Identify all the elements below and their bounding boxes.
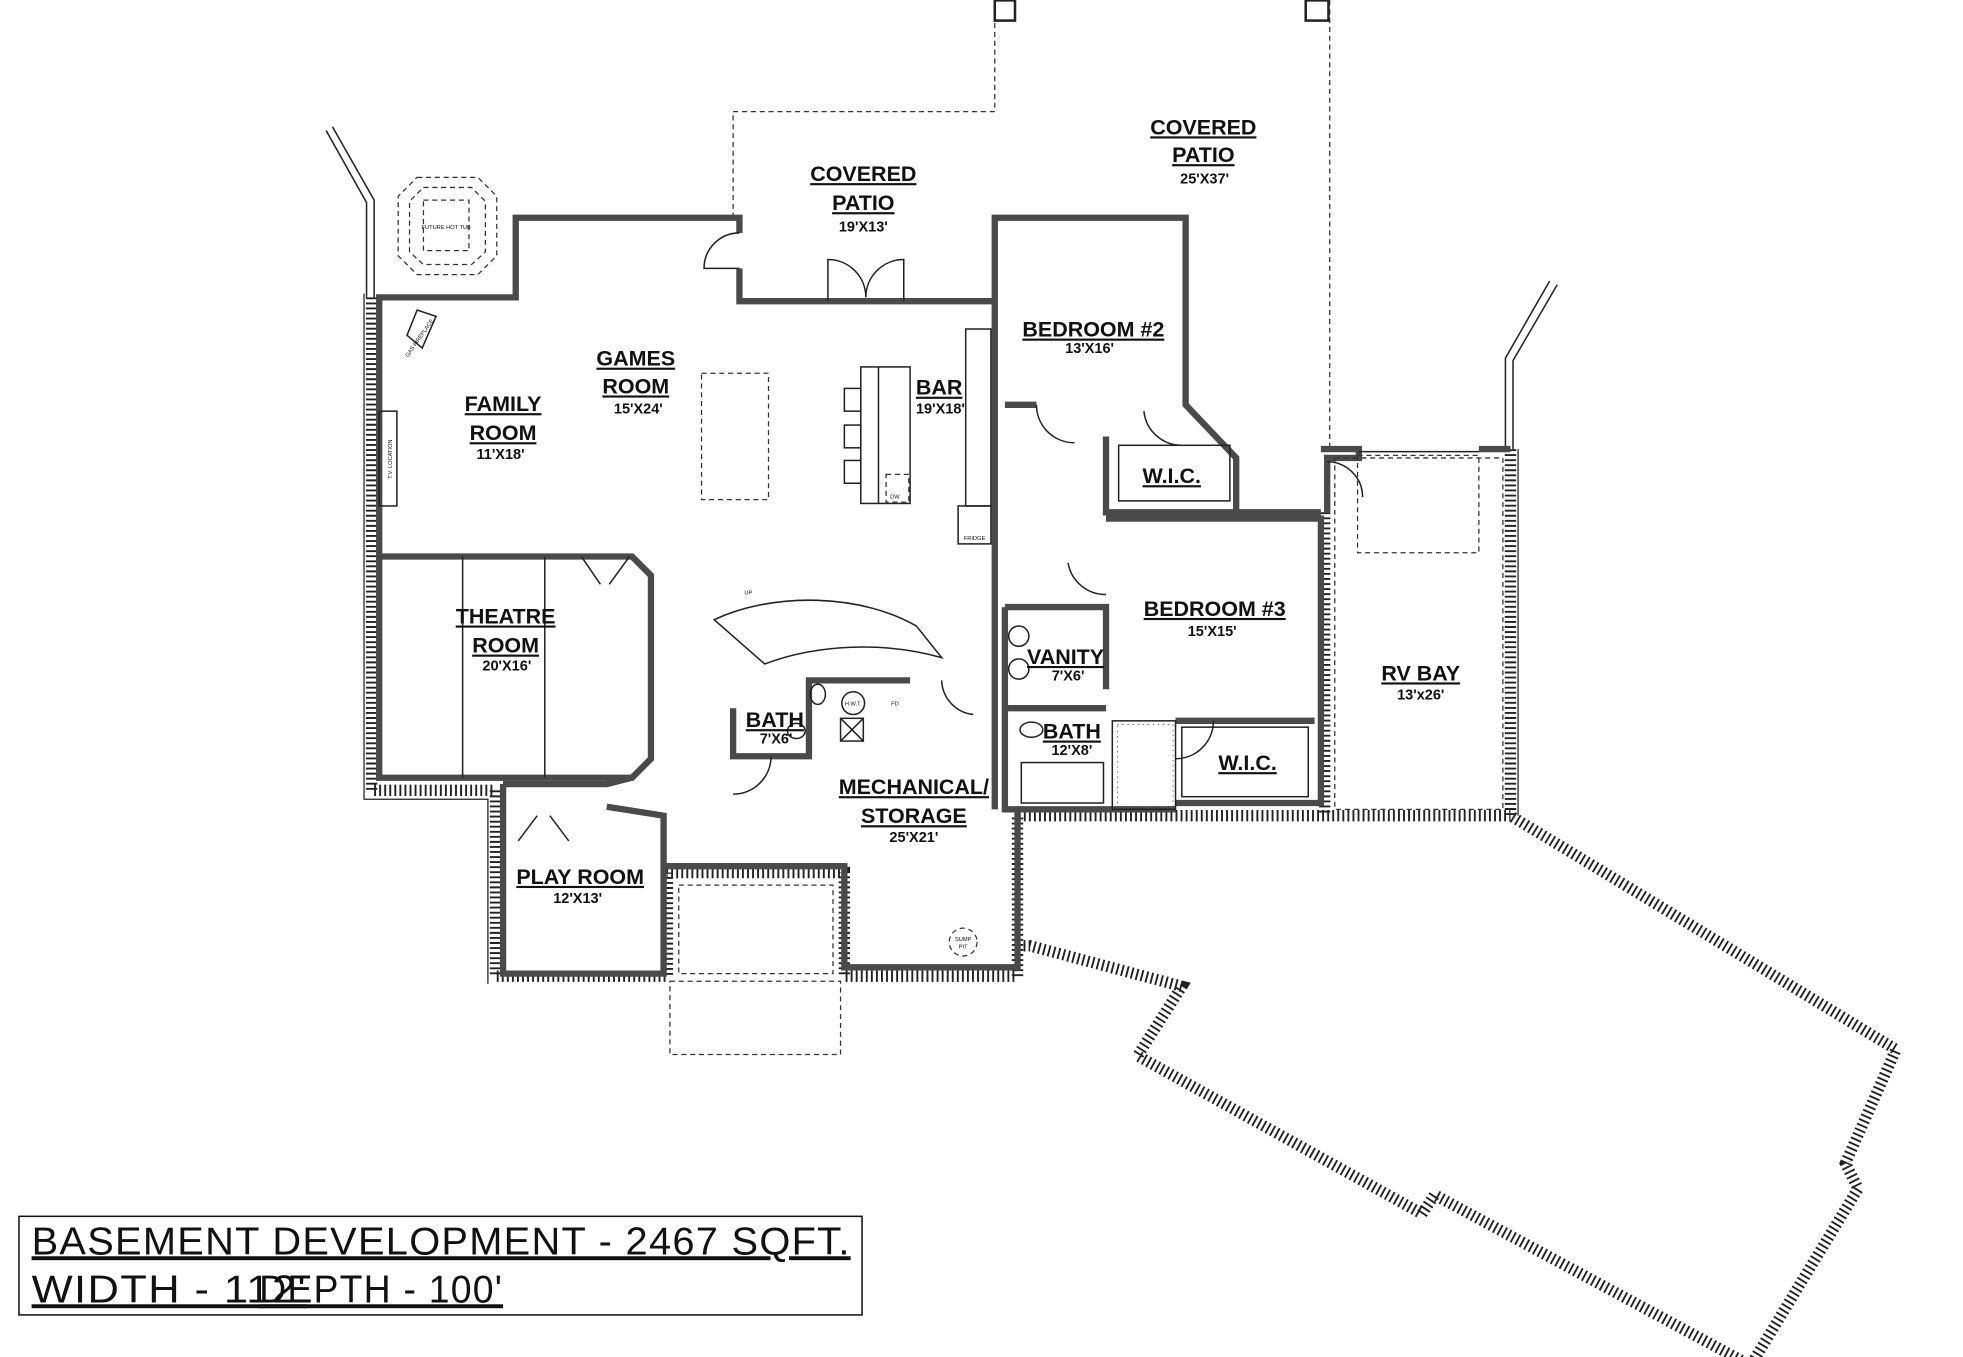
room-labels: COVERED PATIO 19'X13' COVERED PATIO 25'X… [456, 115, 1460, 907]
walls [376, 214, 1511, 977]
svg-text:T.V. LOCATION: T.V. LOCATION [388, 439, 394, 478]
svg-text:13'X16': 13'X16' [1065, 341, 1114, 357]
svg-text:RV BAY: RV BAY [1381, 661, 1460, 685]
room-bedroom-3: BEDROOM #3 15'X15' [1144, 597, 1286, 640]
svg-text:PLAY ROOM: PLAY ROOM [516, 865, 644, 889]
doors [517, 232, 1364, 842]
svg-text:15'X24': 15'X24' [614, 402, 663, 418]
svg-text:BEDROOM #2: BEDROOM #2 [1022, 318, 1164, 342]
svg-text:COVERED: COVERED [1150, 115, 1256, 139]
room-bath-2: BATH 7'X6' [746, 708, 804, 747]
pool-table [700, 372, 770, 501]
svg-text:PATIO: PATIO [1172, 143, 1234, 167]
title-block: BASEMENT DEVELOPMENT - 2467 SQFT. WIDTH … [18, 1215, 863, 1316]
staircase [712, 599, 944, 665]
svg-text:ROOM: ROOM [470, 421, 537, 445]
svg-text:25'X37': 25'X37' [1180, 172, 1229, 188]
room-bedroom-2: BEDROOM #2 13'X16' [1022, 318, 1164, 357]
title-line-1: BASEMENT DEVELOPMENT - 2467 SQFT. [32, 1220, 851, 1263]
svg-text:W.I.C.: W.I.C. [1218, 751, 1276, 775]
room-play-room: PLAY ROOM 12'X13' [516, 865, 644, 907]
svg-text:PATIO: PATIO [832, 191, 894, 215]
svg-text:FRIDGE: FRIDGE [964, 536, 986, 542]
svg-text:STORAGE: STORAGE [861, 804, 967, 828]
svg-text:GAMES: GAMES [596, 347, 675, 371]
svg-text:BEDROOM #3: BEDROOM #3 [1144, 597, 1286, 621]
svg-text:11'X18': 11'X18' [477, 447, 525, 463]
svg-text:ROOM: ROOM [602, 374, 669, 398]
svg-text:W.I.C.: W.I.C. [1143, 464, 1201, 488]
room-wic-2: W.I.C. [1218, 751, 1276, 775]
svg-text:BAR: BAR [916, 376, 963, 400]
room-covered-patio-2: COVERED PATIO 25'X37' [1150, 115, 1256, 187]
svg-text:THEATRE: THEATRE [456, 605, 556, 629]
bathtub [1020, 761, 1105, 804]
title-depth: DEPTH - 100' [259, 1268, 503, 1311]
svg-text:19'X18': 19'X18' [916, 402, 965, 418]
svg-text:15'X15': 15'X15' [1188, 624, 1237, 640]
post [993, 0, 1017, 22]
svg-text:BATH: BATH [1043, 720, 1101, 744]
svg-text:7'X6': 7'X6' [1052, 668, 1085, 684]
svg-text:FD: FD [891, 702, 899, 708]
title-width: WIDTH - 112' [32, 1268, 308, 1311]
window-well [669, 980, 842, 1056]
svg-text:SUMP: SUMP [955, 937, 972, 943]
room-vanity: VANITY 7'X6' [1027, 645, 1104, 684]
svg-text:20'X16': 20'X16' [482, 658, 531, 674]
room-wic-1: W.I.C. [1143, 464, 1201, 488]
room-theatre-room: THEATRE ROOM 20'X16' [456, 605, 556, 675]
foundation-walls [363, 293, 1904, 1357]
svg-text:25'X21': 25'X21' [889, 830, 938, 846]
svg-text:GAS FIREPLACE: GAS FIREPLACE [405, 318, 436, 359]
room-bath-1: BATH 12'X8' [1043, 720, 1101, 759]
svg-text:7'X6': 7'X6' [760, 732, 793, 748]
svg-text:13'x26': 13'x26' [1397, 687, 1444, 703]
room-bar: BAR 19'X18' [916, 376, 965, 418]
svg-text:VANITY: VANITY [1027, 645, 1104, 669]
hot-tub: FUTURE HOT TUB [397, 176, 498, 276]
patio-outlines [325, 0, 1558, 450]
svg-text:UP: UP [744, 590, 752, 596]
room-family-room: FAMILY ROOM 11'X18' [465, 392, 542, 463]
svg-text:MECHANICAL/: MECHANICAL/ [839, 775, 989, 799]
svg-text:12'X13': 12'X13' [553, 891, 602, 907]
room-covered-patio-1: COVERED PATIO 19'X13' [810, 162, 916, 236]
svg-text:DW: DW [890, 494, 900, 500]
svg-text:BATH: BATH [746, 708, 804, 732]
sump-pit [948, 927, 978, 957]
room-games-room: GAMES ROOM 15'X24' [596, 347, 675, 418]
svg-text:FUTURE HOT TUB: FUTURE HOT TUB [422, 225, 471, 231]
post [1304, 0, 1330, 22]
svg-text:12'X8': 12'X8' [1051, 743, 1092, 759]
svg-text:PIT: PIT [959, 944, 968, 950]
room-mechanical-storage: MECHANICAL/ STORAGE 25'X21' [839, 775, 989, 846]
svg-text:19'X13': 19'X13' [839, 220, 888, 236]
svg-text:ROOM: ROOM [472, 634, 539, 658]
svg-text:FAMILY: FAMILY [465, 392, 542, 416]
room-rv-bay: RV BAY 13'x26' [1381, 661, 1460, 703]
svg-text:H.W.T.: H.W.T. [845, 702, 862, 708]
svg-text:COVERED: COVERED [810, 162, 916, 186]
